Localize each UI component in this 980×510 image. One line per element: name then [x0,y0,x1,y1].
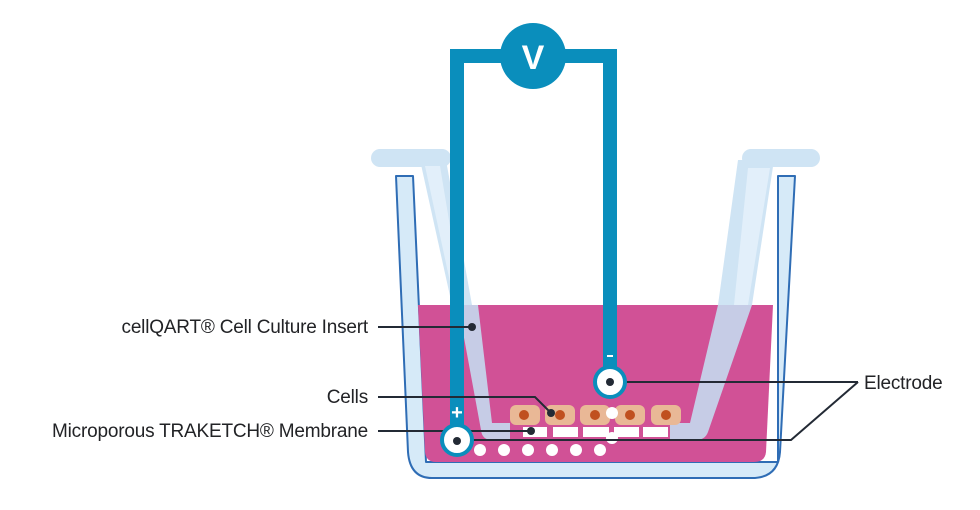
voltmeter-circle [500,23,566,89]
label-insert: cellQART® Cell Culture Insert [122,317,369,338]
ion-dot [594,444,606,456]
ion-dot [498,444,510,456]
insert-right-wall-submerged [670,305,752,440]
cells-layer [510,405,681,425]
label-cells: Cells [327,387,368,408]
positive-sign: + [451,402,463,424]
leader-dot-electrode-neg [606,378,614,386]
leader-dots [453,323,614,445]
cell-nucleus [625,410,635,420]
culture-well [395,175,796,479]
membrane-segment [523,427,547,437]
leader-cells [378,396,551,413]
membrane [523,427,668,437]
ion-dot [546,444,558,456]
cell [615,405,645,425]
leader-dot-insert [468,323,476,331]
membrane-segment [583,427,609,437]
insert-right-wall-shine [734,168,770,305]
membrane-segment [614,427,639,437]
cell-nucleus [519,410,529,420]
membrane-segment [553,427,578,437]
voltmeter: V [500,23,566,89]
label-electrode: Electrode [864,373,942,394]
leader-dot-cells [547,409,555,417]
cell [510,405,540,425]
ion-dot [522,444,534,456]
circuit: V [450,23,617,428]
voltmeter-symbol: V [522,39,545,77]
cell-nucleus [661,410,671,420]
cell-nucleus [590,410,600,420]
ion-dot [606,432,618,444]
cell-nucleus [555,410,565,420]
cell [580,405,610,425]
membrane-segment [643,427,668,437]
negative-sign [607,355,613,357]
leader-electrode-bottom [457,381,859,441]
ions [474,407,618,456]
cell-culture-insert [371,149,820,440]
ion-dot [606,407,618,419]
ion-dot [474,444,486,456]
insert-left-wall-submerged [458,305,510,440]
well-wall [395,175,796,479]
cell [651,405,681,425]
ion-dot [570,444,582,456]
leader-dot-electrode-pos [453,437,461,445]
label-membrane: Microporous TRAKETCH® Membrane [52,421,368,442]
leader-dot-membrane [527,427,535,435]
